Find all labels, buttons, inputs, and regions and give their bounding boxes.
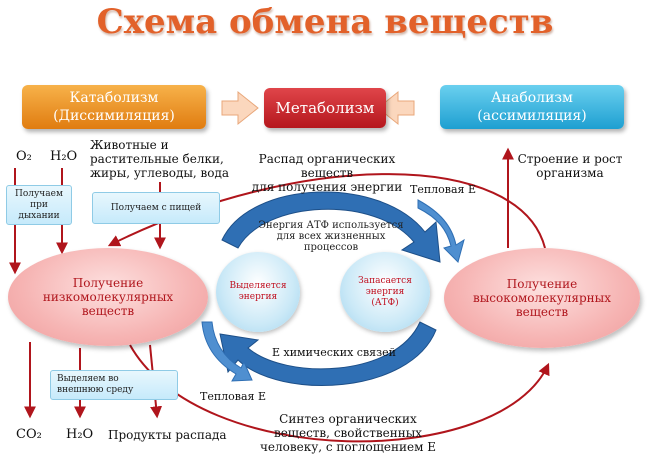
- co2-label: CO₂: [16, 427, 42, 442]
- heat-arrow-top: [417, 199, 465, 263]
- excrete-line-2: внешнюю среду: [57, 385, 134, 395]
- breathing-box: Получаем при дыхании: [6, 185, 72, 225]
- breakdown-line-2: для получения энергии: [251, 180, 403, 194]
- catabolism-box: Катаболизм (Диссимиляция): [22, 85, 206, 129]
- h2o-out-label: H₂O: [66, 427, 94, 442]
- growth-line-1: Строение и рост: [517, 152, 623, 166]
- chem-bonds-label: Е химических связей: [272, 346, 396, 359]
- atp-use-line-2: для всех жизненных: [276, 231, 386, 242]
- stored-energy-ellipse: Запасается энергия (АТФ): [340, 252, 430, 332]
- released-energy-ellipse: Выделяется энергия: [216, 252, 300, 332]
- foods-text: Животные и растительные белки, жиры, угл…: [90, 138, 240, 180]
- low-molecular-line-3: веществ: [81, 304, 135, 318]
- atp-use-line-1: Энергия АТФ используется: [258, 220, 404, 231]
- metabolism-box: Метаболизм: [264, 88, 386, 128]
- blue-arrow-top: [221, 191, 441, 263]
- breakdown-text: Распад органических веществ для получени…: [232, 152, 422, 194]
- low-molecular-line-2: низкомолекулярных: [42, 290, 174, 304]
- products-label: Продукты распада: [108, 428, 227, 442]
- released-line-2: энергия: [238, 292, 278, 302]
- atp-use-line-3: процессов: [303, 242, 359, 253]
- excrete-line-1: Выделяем во: [57, 374, 119, 384]
- anabolism-box: Анаболизм (ассимиляция): [440, 85, 624, 129]
- catabolism-label: Катаболизм: [69, 90, 159, 106]
- atp-use-text: Энергия АТФ используется для всех жизнен…: [256, 220, 406, 253]
- growth-text: Строение и рост организма: [515, 152, 625, 180]
- heat-bottom-label: Тепловая Е: [200, 390, 267, 403]
- foods-line-2: растительные белки,: [90, 152, 224, 166]
- o2-label: O₂: [16, 149, 32, 164]
- synthesis-line-3: человеку, с поглощением Е: [259, 440, 437, 454]
- synthesis-line-2: веществ, свойственных: [273, 426, 423, 440]
- breathing-line-3: дыхании: [18, 210, 60, 221]
- h2o-label: H₂O: [50, 149, 78, 164]
- food-box: Получаем с пищей: [92, 192, 220, 224]
- heat-top-label: Тепловая Е: [410, 183, 477, 196]
- growth-line-2: организма: [536, 166, 604, 180]
- arrow-metabolism-to-anabolism: [377, 90, 415, 126]
- stored-line-1: Запасается: [358, 275, 412, 286]
- foods-line-3: жиры, углеводы, вода: [90, 166, 230, 180]
- synthesis-line-1: Синтез органических: [279, 412, 417, 426]
- stored-line-3: (АТФ): [371, 297, 399, 308]
- released-line-1: Выделяется: [229, 281, 287, 291]
- high-molecular-line-3: веществ: [515, 305, 569, 319]
- breathing-line-2: при: [30, 199, 48, 210]
- diagram-title: Схема обмена веществ: [96, 2, 554, 42]
- metabolism-label: Метаболизм: [275, 99, 375, 117]
- high-molecular-line-2: высокомолекулярных: [472, 291, 611, 305]
- foods-line-1: Животные и: [90, 138, 169, 152]
- breakdown-line-1: Распад органических веществ: [258, 152, 396, 180]
- heat-arrow-bottom: [201, 321, 253, 382]
- food-box-label: Получаем с пищей: [110, 202, 202, 213]
- anabolism-sublabel: (ассимиляция): [477, 108, 587, 124]
- breathing-line-1: Получаем: [15, 188, 63, 199]
- low-molecular-ellipse: Получение низкомолекулярных веществ: [8, 248, 208, 346]
- high-molecular-line-1: Получение: [506, 277, 578, 291]
- arrow-metabolism-to-catabolism: [221, 90, 259, 126]
- catabolism-sublabel: (Диссимиляция): [53, 108, 175, 124]
- anabolism-label: Анаболизм: [491, 90, 573, 106]
- high-molecular-ellipse: Получение высокомолекулярных веществ: [444, 248, 640, 348]
- synthesis-text: Синтез органических веществ, свойственны…: [258, 412, 438, 454]
- excrete-box: Выделяем во внешнюю среду: [50, 370, 178, 400]
- stored-line-2: энергия: [365, 286, 405, 297]
- low-molecular-line-1: Получение: [72, 276, 144, 290]
